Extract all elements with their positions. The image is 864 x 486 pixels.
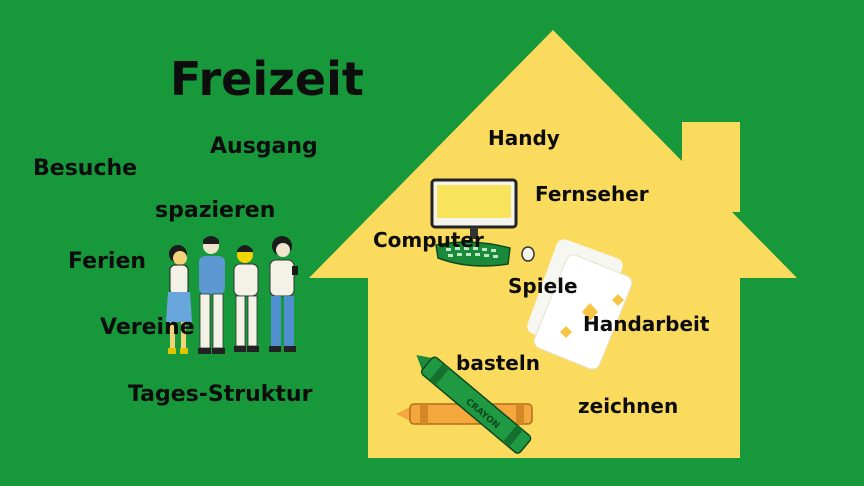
word-fernseher: Fernseher — [535, 182, 649, 206]
crayon-green-icon: CRAYON — [416, 355, 532, 454]
people-group-icon — [166, 236, 298, 354]
word-besuche: Besuche — [33, 156, 138, 181]
word-computer: Computer — [373, 228, 484, 252]
word-handy: Handy — [488, 126, 560, 150]
word-ferien: Ferien — [68, 249, 147, 274]
word-spiele: Spiele — [508, 274, 578, 298]
cards-icon — [527, 239, 633, 370]
page-title: Freizeit — [170, 52, 364, 106]
word-basteln: basteln — [456, 351, 540, 375]
word-zeichnen: zeichnen — [578, 394, 679, 418]
word-vereine: Vereine — [100, 315, 195, 340]
word-spazieren: spazieren — [155, 198, 276, 223]
word-ausgang: Ausgang — [210, 134, 318, 159]
computer-icon — [430, 178, 535, 267]
house-body — [309, 30, 797, 458]
word-handarbeit: Handarbeit — [583, 312, 710, 336]
word-tages-struktur: Tages-Struktur — [128, 382, 313, 407]
